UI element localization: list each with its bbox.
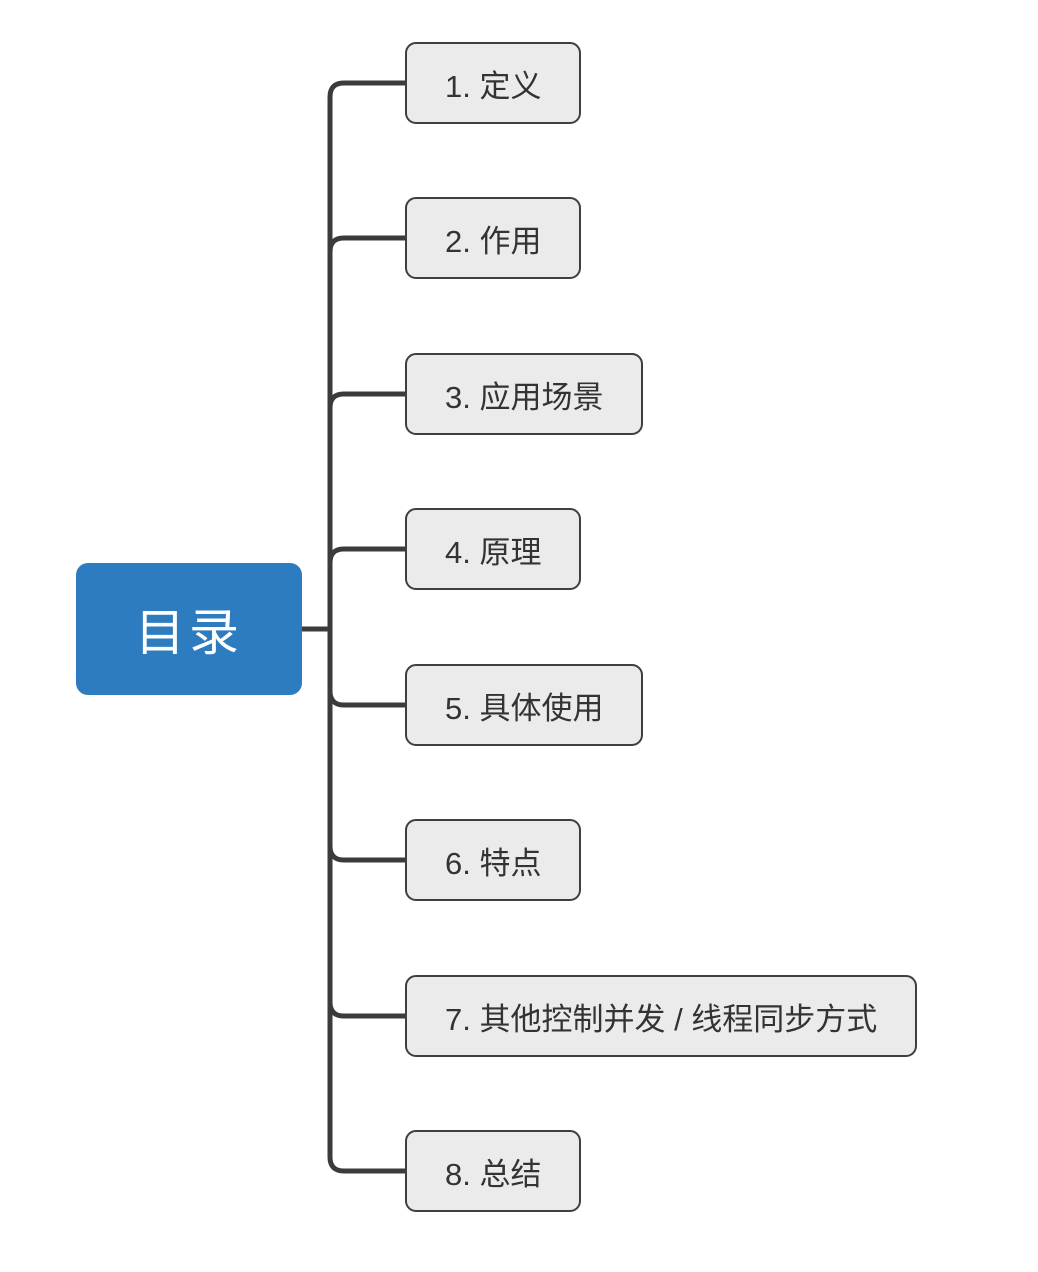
child-node-definition[interactable]: 1. 定义: [405, 42, 582, 124]
connector-branch-5: [327, 690, 405, 708]
connector-trunk: [327, 80, 405, 1174]
root-node[interactable]: 目录: [76, 563, 302, 695]
connector-branch-3: [327, 391, 405, 409]
child-node-use-cases[interactable]: 3. 应用场景: [405, 353, 644, 435]
connector-branch-6: [327, 845, 405, 863]
child-node-principle[interactable]: 4. 原理: [405, 508, 582, 590]
connector-branch-2: [327, 235, 405, 253]
child-node-purpose[interactable]: 2. 作用: [405, 197, 582, 279]
connector-branch-7: [327, 1001, 405, 1019]
child-node-summary[interactable]: 8. 总结: [405, 1130, 582, 1212]
child-node-other-sync-methods[interactable]: 7. 其他控制并发 / 线程同步方式: [405, 975, 918, 1057]
child-node-usage[interactable]: 5. 具体使用: [405, 664, 644, 746]
connector-branch-4: [327, 546, 405, 564]
child-node-features[interactable]: 6. 特点: [405, 819, 582, 901]
